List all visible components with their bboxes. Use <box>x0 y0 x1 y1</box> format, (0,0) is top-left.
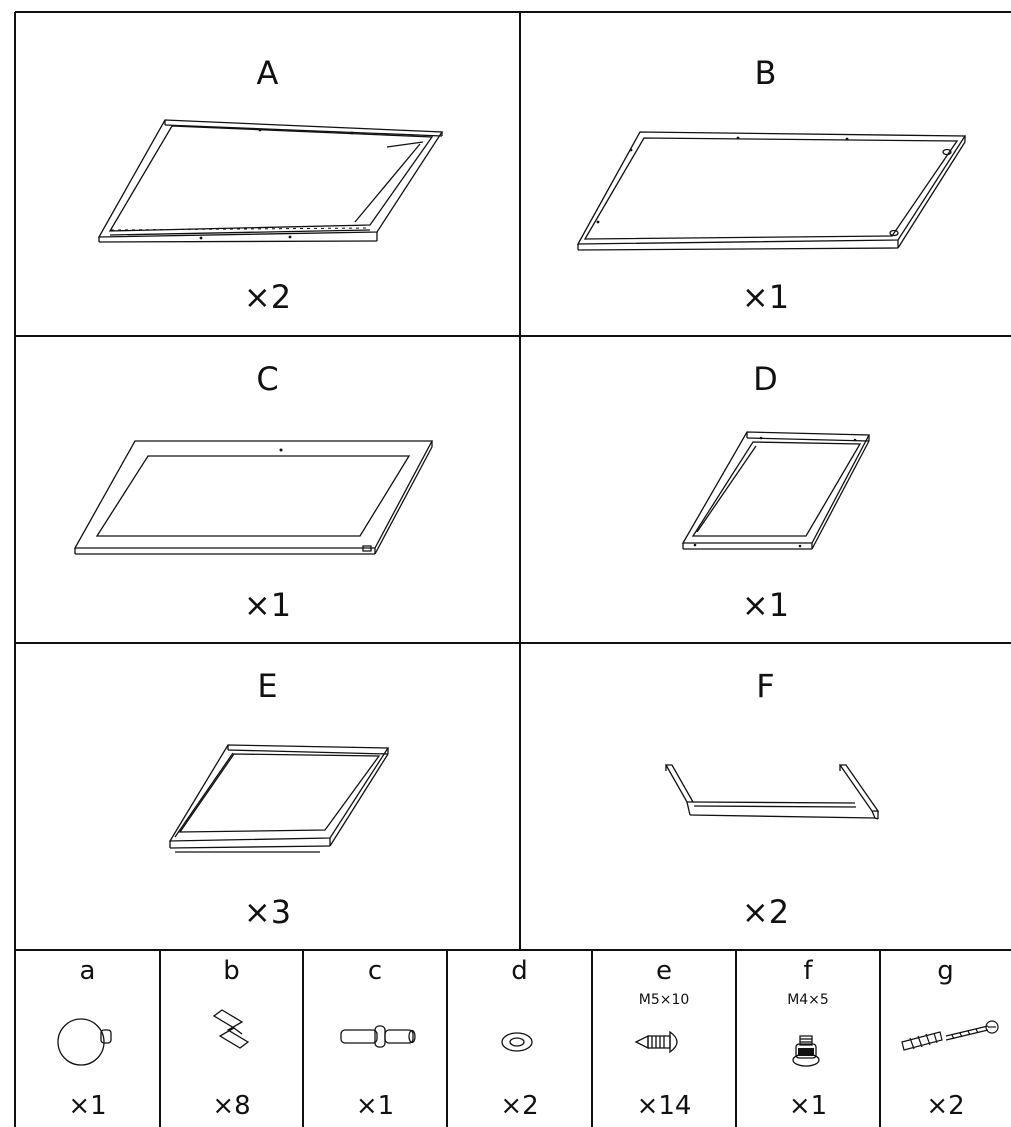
knob-icon <box>15 950 160 1127</box>
hardware-e-spec: M5×10 <box>638 992 690 1008</box>
hardware-f-letter: f <box>803 956 813 986</box>
anchor-screw-icon <box>880 950 1011 1127</box>
panel-a-letter: A <box>256 54 279 92</box>
hardware-c: c ×1 <box>303 950 447 1127</box>
panel-d-letter: D <box>753 360 778 398</box>
panel-b-quantity: ×1 <box>741 278 790 316</box>
panel-e-letter: E <box>257 667 278 705</box>
screw-icon <box>592 950 736 1127</box>
frame-b-illustration <box>520 12 1011 336</box>
hardware-b-letter: b <box>223 956 240 986</box>
panel-c: C ×1 <box>15 336 520 643</box>
bolt-icon <box>736 950 880 1127</box>
frame-c-illustration <box>15 336 520 643</box>
hardware-g: g ×2 <box>880 950 1011 1127</box>
hardware-d-letter: d <box>511 956 528 986</box>
hardware-g-letter: g <box>937 956 954 986</box>
washer-icon <box>447 950 592 1127</box>
panel-e: E ×3 <box>15 643 520 950</box>
hardware-e-quantity: ×14 <box>636 1091 692 1121</box>
panel-b-letter: B <box>754 54 777 92</box>
panel-c-letter: C <box>256 360 279 398</box>
panel-b: B ×1 <box>520 12 1011 336</box>
panel-f: F ×2 <box>520 643 1011 950</box>
panel-c-quantity: ×1 <box>243 586 292 624</box>
hardware-b-quantity: ×8 <box>212 1091 251 1121</box>
frame-a-illustration <box>15 12 520 336</box>
pin-icon <box>303 950 447 1127</box>
panel-a: A ×2 <box>15 12 520 336</box>
hardware-d: d ×2 <box>447 950 592 1127</box>
frame-e-illustration <box>15 643 520 950</box>
hardware-c-quantity: ×1 <box>355 1091 395 1121</box>
panel-f-quantity: ×2 <box>741 893 790 931</box>
hardware-d-quantity: ×2 <box>500 1091 539 1121</box>
hardware-a: a ×1 <box>15 950 160 1127</box>
hardware-b: b ×8 <box>160 950 303 1127</box>
hardware-f-spec: M4×5 <box>787 992 829 1008</box>
frame-f-illustration <box>520 643 1011 950</box>
hardware-a-quantity: ×1 <box>68 1091 107 1121</box>
frame-d-illustration <box>520 336 1011 643</box>
panel-f-letter: F <box>756 667 775 705</box>
hardware-g-quantity: ×2 <box>926 1091 965 1121</box>
hardware-c-letter: c <box>367 956 383 986</box>
clip-icon <box>160 950 303 1127</box>
panel-a-quantity: ×2 <box>243 278 292 316</box>
hardware-a-letter: a <box>79 956 96 986</box>
hardware-e: e M5×10 ×14 <box>592 950 736 1127</box>
hardware-f-quantity: ×1 <box>788 1091 828 1121</box>
panel-d: D ×1 <box>520 336 1011 643</box>
panel-d-quantity: ×1 <box>741 586 790 624</box>
panel-e-quantity: ×3 <box>243 893 292 931</box>
hardware-f: f M4×5 ×1 <box>736 950 880 1127</box>
hardware-e-letter: e <box>656 956 672 986</box>
